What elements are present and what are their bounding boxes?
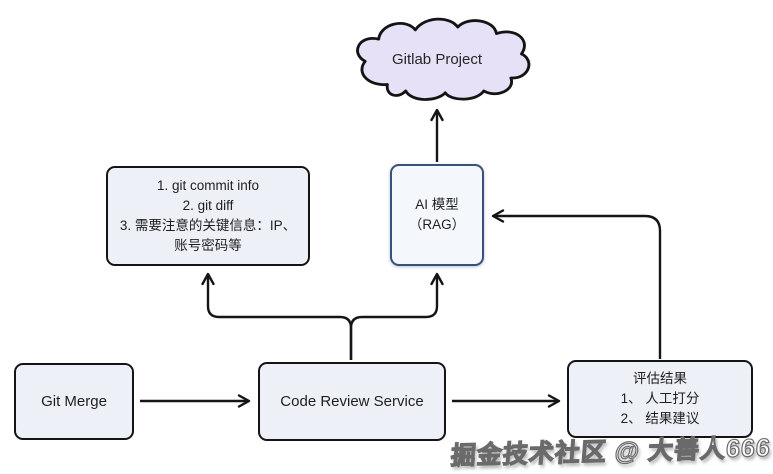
info-line-4: 账号密码等: [174, 238, 242, 253]
info-line-2: 2. git diff: [182, 198, 234, 213]
code-review-service-label: Code Review Service: [280, 393, 424, 410]
result-line-3: 2、 结果建议: [620, 411, 700, 426]
arrow-codereview-to-infobox: [201, 272, 353, 360]
code-review-service-box: Code Review Service: [258, 362, 446, 441]
info-line-1: 1. git commit info: [156, 178, 260, 193]
arrow-result-to-aimodel: [491, 209, 662, 359]
ai-model-box: AI 模型 （RAG）: [390, 164, 484, 266]
git-merge-box: Git Merge: [14, 363, 134, 440]
info-list-box: 1. git commit info 2. git diff 3. 需要注意的关…: [106, 166, 310, 266]
cloud-gitlab-project-label: Gitlab Project: [391, 50, 483, 68]
evaluation-result-box: 评估结果 1、 人工打分 2、 结果建议: [567, 360, 753, 438]
ai-model-line-2: （RAG）: [408, 217, 466, 232]
ai-model-line-1: AI 模型: [415, 197, 459, 212]
info-line-3: 3. 需要注意的关键信息：IP、: [119, 218, 297, 233]
result-line-1: 评估结果: [633, 371, 687, 386]
cloud-shape: [356, 17, 531, 101]
git-merge-label: Git Merge: [41, 393, 107, 410]
result-line-2: 1、 人工打分: [620, 391, 700, 406]
arrow-codereview-to-aimodel: [349, 272, 444, 360]
